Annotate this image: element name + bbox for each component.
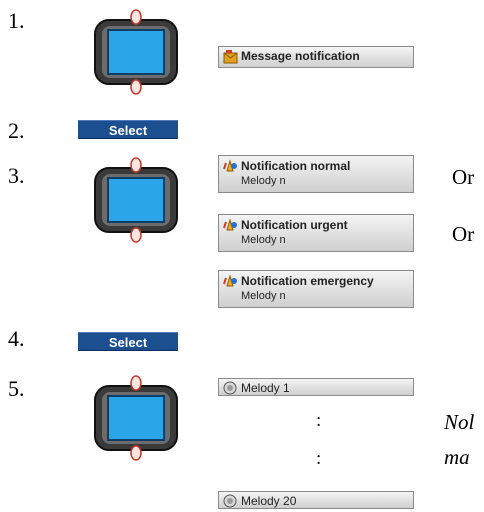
melody-last-label: Melody 20	[241, 494, 297, 508]
radio-melody-icon	[223, 381, 238, 395]
note-line-1: Nol	[444, 410, 475, 434]
colon-1: :	[316, 410, 322, 431]
finger-up-arrow-icon	[130, 375, 142, 391]
or-text-2: Or	[452, 222, 475, 246]
notification-emergency-item[interactable]: Notification emergency Melody n	[218, 270, 414, 308]
message-notification-item[interactable]: Message notification	[218, 46, 414, 68]
alarm-notification-icon	[223, 218, 238, 232]
folder-envelope-icon	[223, 50, 238, 64]
notification-urgent-melody: Melody n	[241, 234, 286, 246]
step-number-2: 2.	[8, 118, 25, 143]
finger-down-arrow-icon	[130, 227, 142, 243]
step-number-5: 5.	[8, 376, 25, 401]
message-notification-label: Message notification	[241, 49, 360, 63]
step-number-3: 3.	[8, 163, 25, 188]
notification-emergency-title: Notification emergency	[241, 274, 374, 288]
finger-down-arrow-icon	[130, 79, 142, 95]
notification-urgent-item[interactable]: Notification urgent Melody n	[218, 214, 414, 252]
scroll-device-1[interactable]	[92, 8, 180, 96]
alarm-notification-icon	[223, 274, 238, 288]
melody-first-label: Melody 1	[241, 381, 290, 395]
melody-last-item[interactable]: Melody 20	[218, 491, 414, 509]
alarm-notification-icon	[223, 159, 238, 173]
step-number-4: 4.	[8, 326, 25, 351]
finger-up-arrow-icon	[130, 157, 142, 173]
notification-normal-item[interactable]: Notification normal Melody n	[218, 155, 414, 193]
or-text-1: Or	[452, 165, 475, 189]
select-button-step4[interactable]: Select	[78, 332, 178, 351]
melody-first-item[interactable]: Melody 1	[218, 378, 414, 396]
colon-2: :	[316, 448, 322, 469]
note-line-2: ma	[444, 445, 470, 469]
scroll-device-3[interactable]	[92, 156, 180, 244]
finger-up-arrow-icon	[130, 9, 142, 25]
notification-normal-title: Notification normal	[241, 159, 351, 173]
notification-emergency-melody: Melody n	[241, 290, 286, 302]
notification-urgent-title: Notification urgent	[241, 218, 348, 232]
finger-down-arrow-icon	[130, 445, 142, 461]
notification-normal-melody: Melody n	[241, 175, 286, 187]
select-button-step2[interactable]: Select	[78, 120, 178, 139]
scroll-device-5[interactable]	[92, 374, 180, 462]
step-number-1: 1.	[8, 8, 25, 33]
radio-melody-icon	[223, 494, 238, 508]
